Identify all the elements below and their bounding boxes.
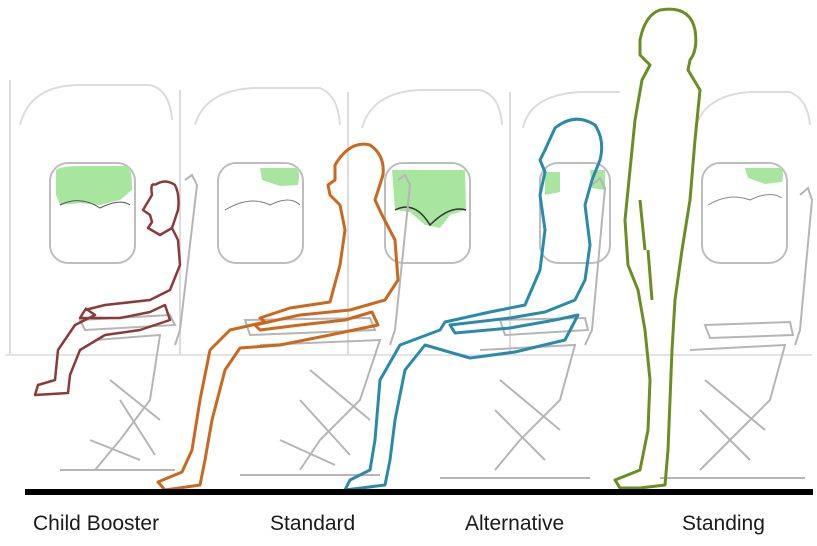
caption-standing: Standing — [682, 512, 765, 536]
window-3 — [385, 163, 470, 263]
caption-child-booster: Child Booster — [33, 512, 159, 536]
standing-figure — [615, 9, 700, 488]
caption-alternative: Alternative — [465, 512, 564, 536]
caption-standard: Standard — [270, 512, 355, 536]
window-1 — [50, 163, 135, 263]
floor-line — [25, 489, 813, 495]
window-2 — [218, 163, 303, 263]
window-5 — [702, 163, 787, 263]
